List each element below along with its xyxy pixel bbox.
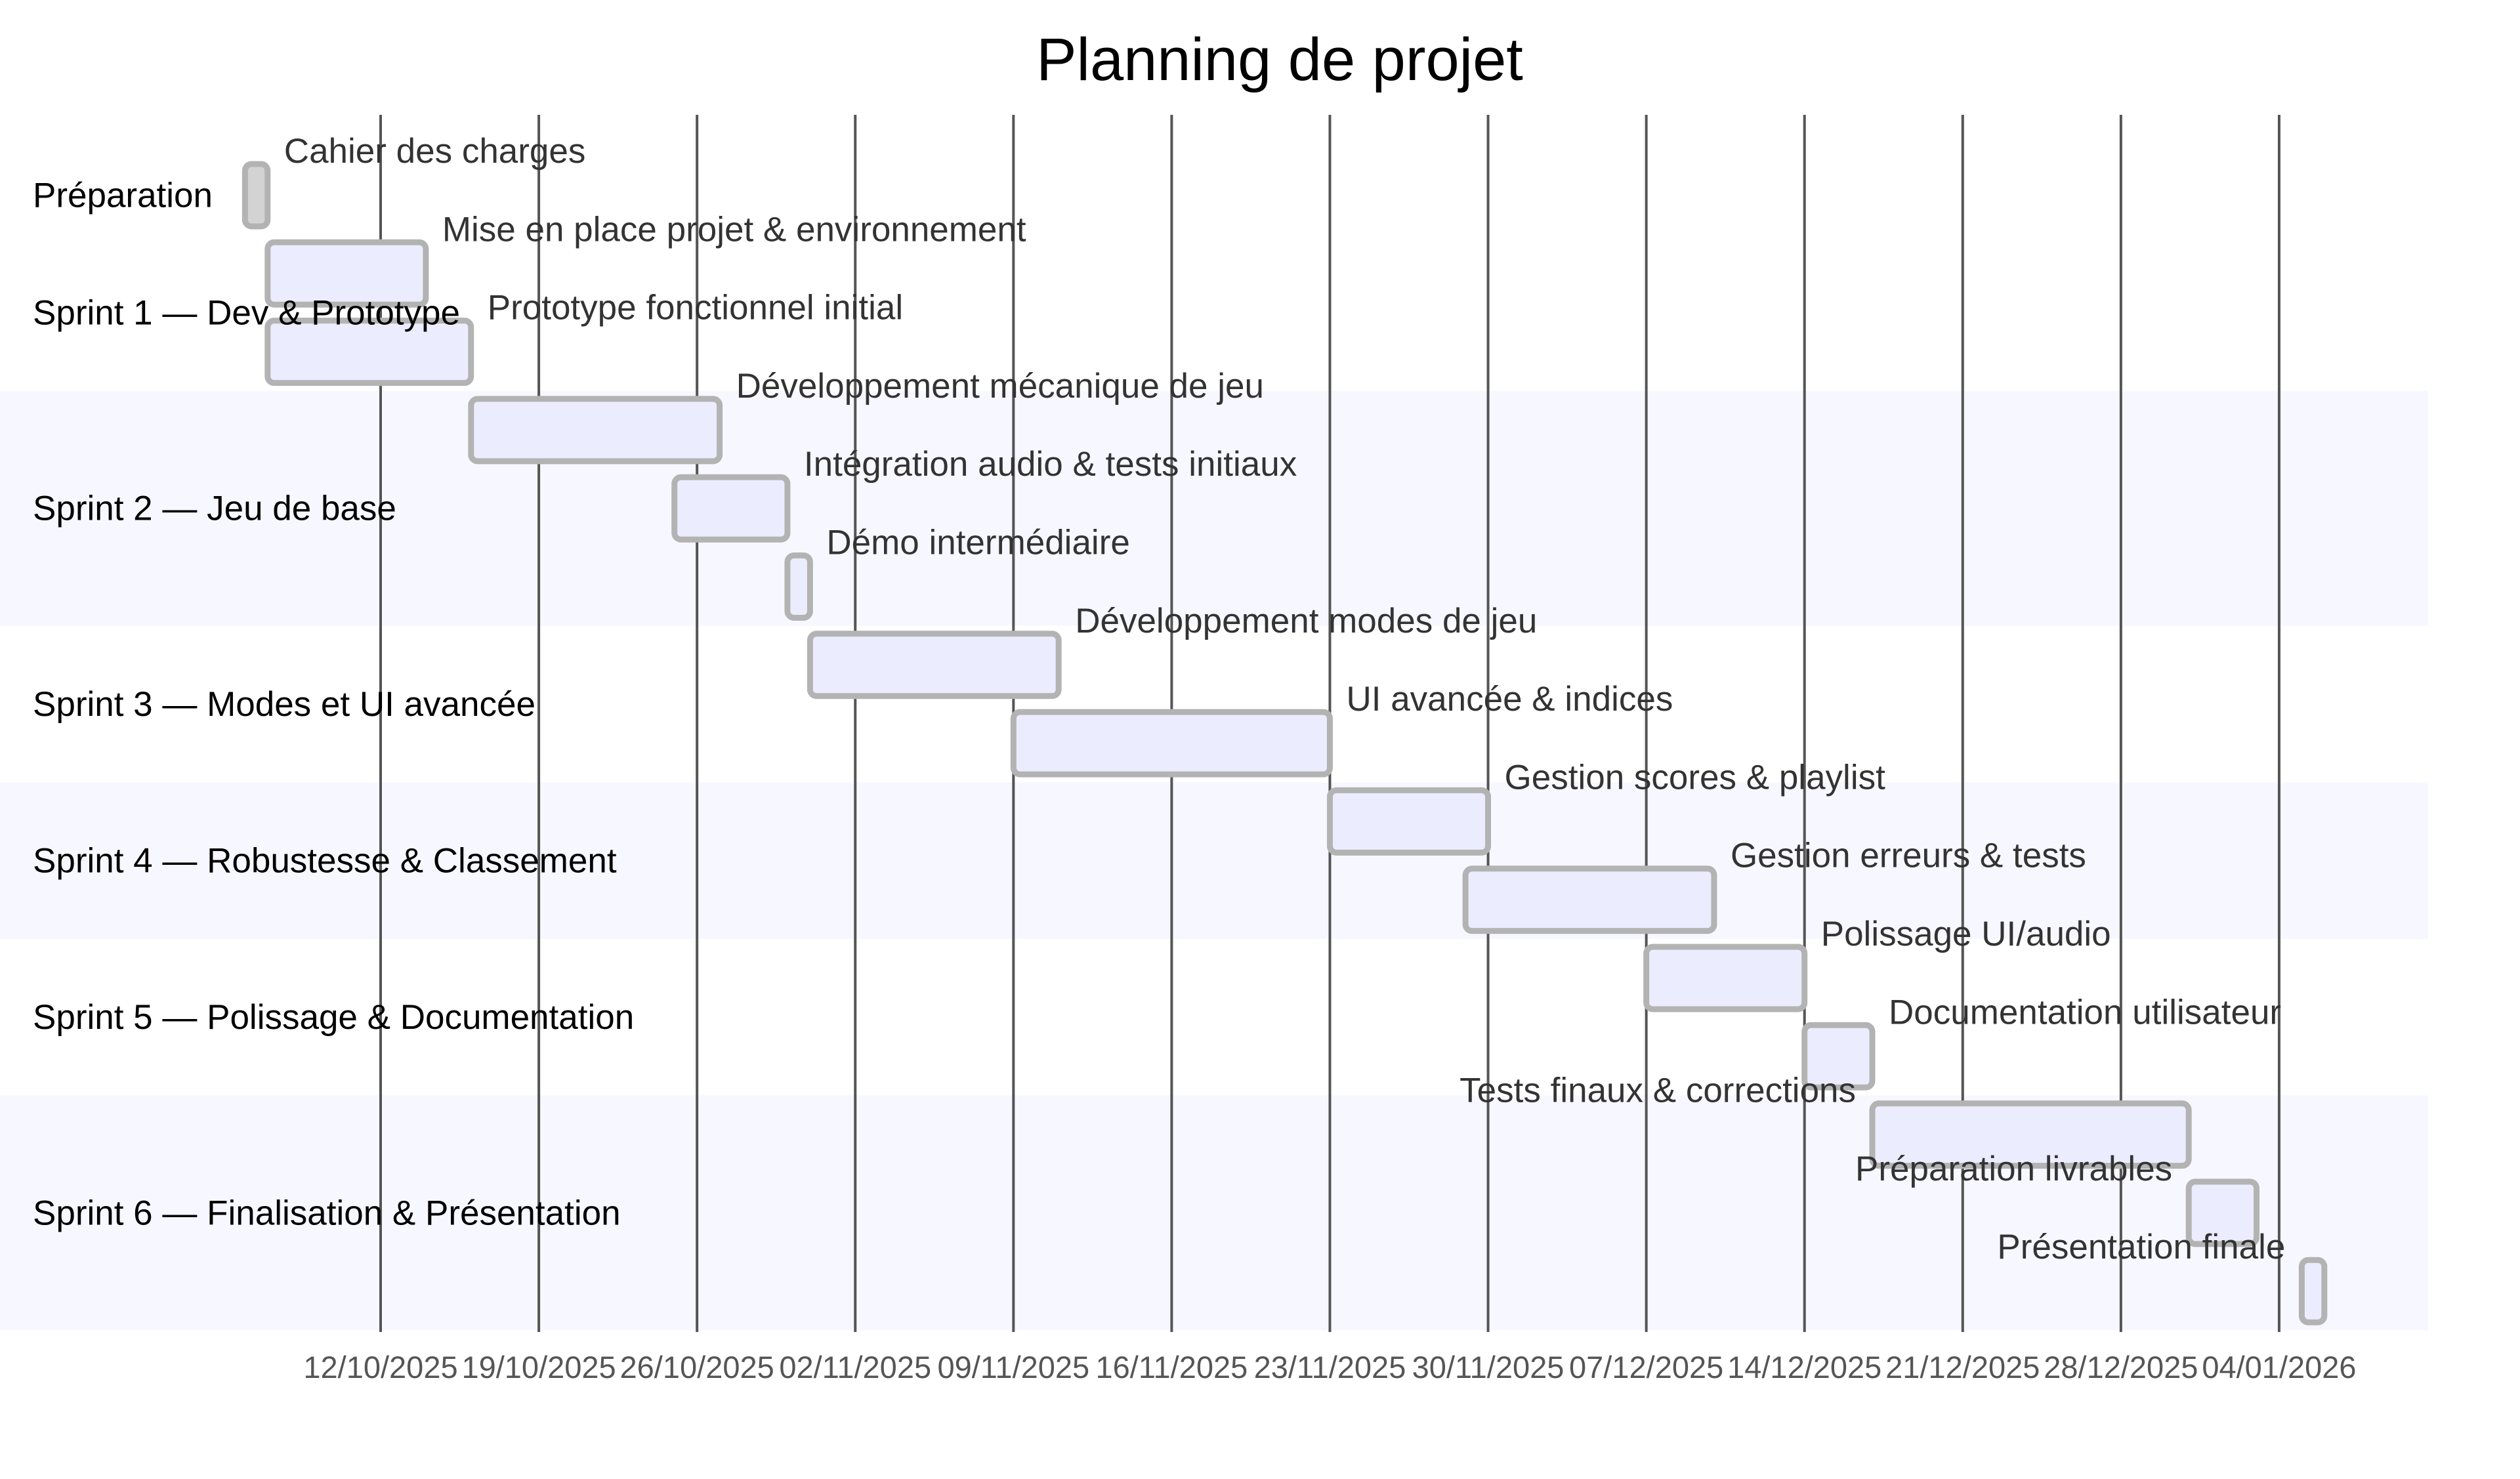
task-bar — [264, 239, 429, 308]
x-tick-label: 30/11/2025 — [1412, 1350, 1564, 1385]
task-bar — [2185, 1178, 2260, 1247]
task-label: Présentation finale — [1997, 1228, 2285, 1266]
section-bands — [0, 390, 2428, 1331]
x-tick-label: 19/10/2025 — [461, 1350, 616, 1385]
section-label: Sprint 4 — Robustesse & Classement — [33, 842, 617, 881]
x-tick-label: 09/11/2025 — [937, 1350, 1089, 1385]
section-label: Préparation — [33, 177, 213, 215]
task-bar — [2298, 1257, 2328, 1325]
task-label: Développement modes de jeu — [1075, 602, 1537, 640]
x-tick-label: 02/11/2025 — [779, 1350, 931, 1385]
task-label: Cahier des charges — [284, 132, 586, 171]
x-tick-label: 07/12/2025 — [1569, 1350, 1723, 1385]
task-bar — [264, 318, 474, 386]
section-label: Sprint 3 — Modes et UI avancée — [33, 685, 536, 724]
task-label: UI avancée & indices — [1346, 680, 1673, 719]
x-tick-label: 16/11/2025 — [1096, 1350, 1248, 1385]
task-bar — [1462, 865, 1717, 934]
task-label: Tests finaux & corrections — [1460, 1072, 1856, 1110]
x-tick-label: 28/12/2025 — [2044, 1350, 2198, 1385]
section-label: Sprint 6 — Finalisation & Présentation — [33, 1194, 621, 1232]
task-label: Intégration audio & tests initiaux — [804, 445, 1297, 484]
task-bar — [784, 552, 813, 621]
task-bar — [1010, 709, 1333, 778]
task-label: Développement mécanique de jeu — [736, 367, 1264, 406]
x-tick-label: 26/10/2025 — [620, 1350, 774, 1385]
task-label: Démo intermédiaire — [826, 524, 1129, 562]
task-bar — [671, 474, 791, 543]
chart-title: Planning de projet — [1036, 26, 1523, 93]
x-tick-label: 14/12/2025 — [1727, 1350, 1881, 1385]
section-band — [0, 390, 2428, 626]
x-tick-label: 12/10/2025 — [303, 1350, 457, 1385]
task-label: Documentation utilisateur — [1889, 993, 2281, 1031]
task-bar — [468, 396, 723, 465]
task-bar — [1801, 1022, 1876, 1091]
section-label: Sprint 5 — Polissage & Documentation — [33, 998, 634, 1037]
section-label: Sprint 1 — Dev & Prototype — [33, 293, 460, 332]
x-tick-label: 23/11/2025 — [1254, 1350, 1406, 1385]
task-bar — [1643, 944, 1808, 1012]
task-label: Polissage UI/audio — [1821, 915, 2111, 953]
x-tick-label: 21/12/2025 — [1885, 1350, 2040, 1385]
section-label: Sprint 2 — Jeu de base — [33, 490, 396, 528]
task-bar — [242, 161, 271, 230]
task-label: Mise en place projet & environnement — [442, 210, 1026, 249]
section-band — [0, 782, 2428, 939]
task-label: Gestion scores & playlist — [1505, 758, 1886, 797]
task-bar — [807, 631, 1062, 699]
task-label: Préparation livrables — [1855, 1150, 2172, 1188]
task-bar — [1326, 787, 1492, 856]
task-bars — [242, 161, 2328, 1325]
task-bar — [1869, 1100, 2192, 1169]
x-tick-label: 04/01/2026 — [2202, 1350, 2356, 1385]
task-label: Gestion erreurs & tests — [1731, 837, 2086, 875]
task-label: Prototype fonctionnel initial — [488, 289, 903, 327]
